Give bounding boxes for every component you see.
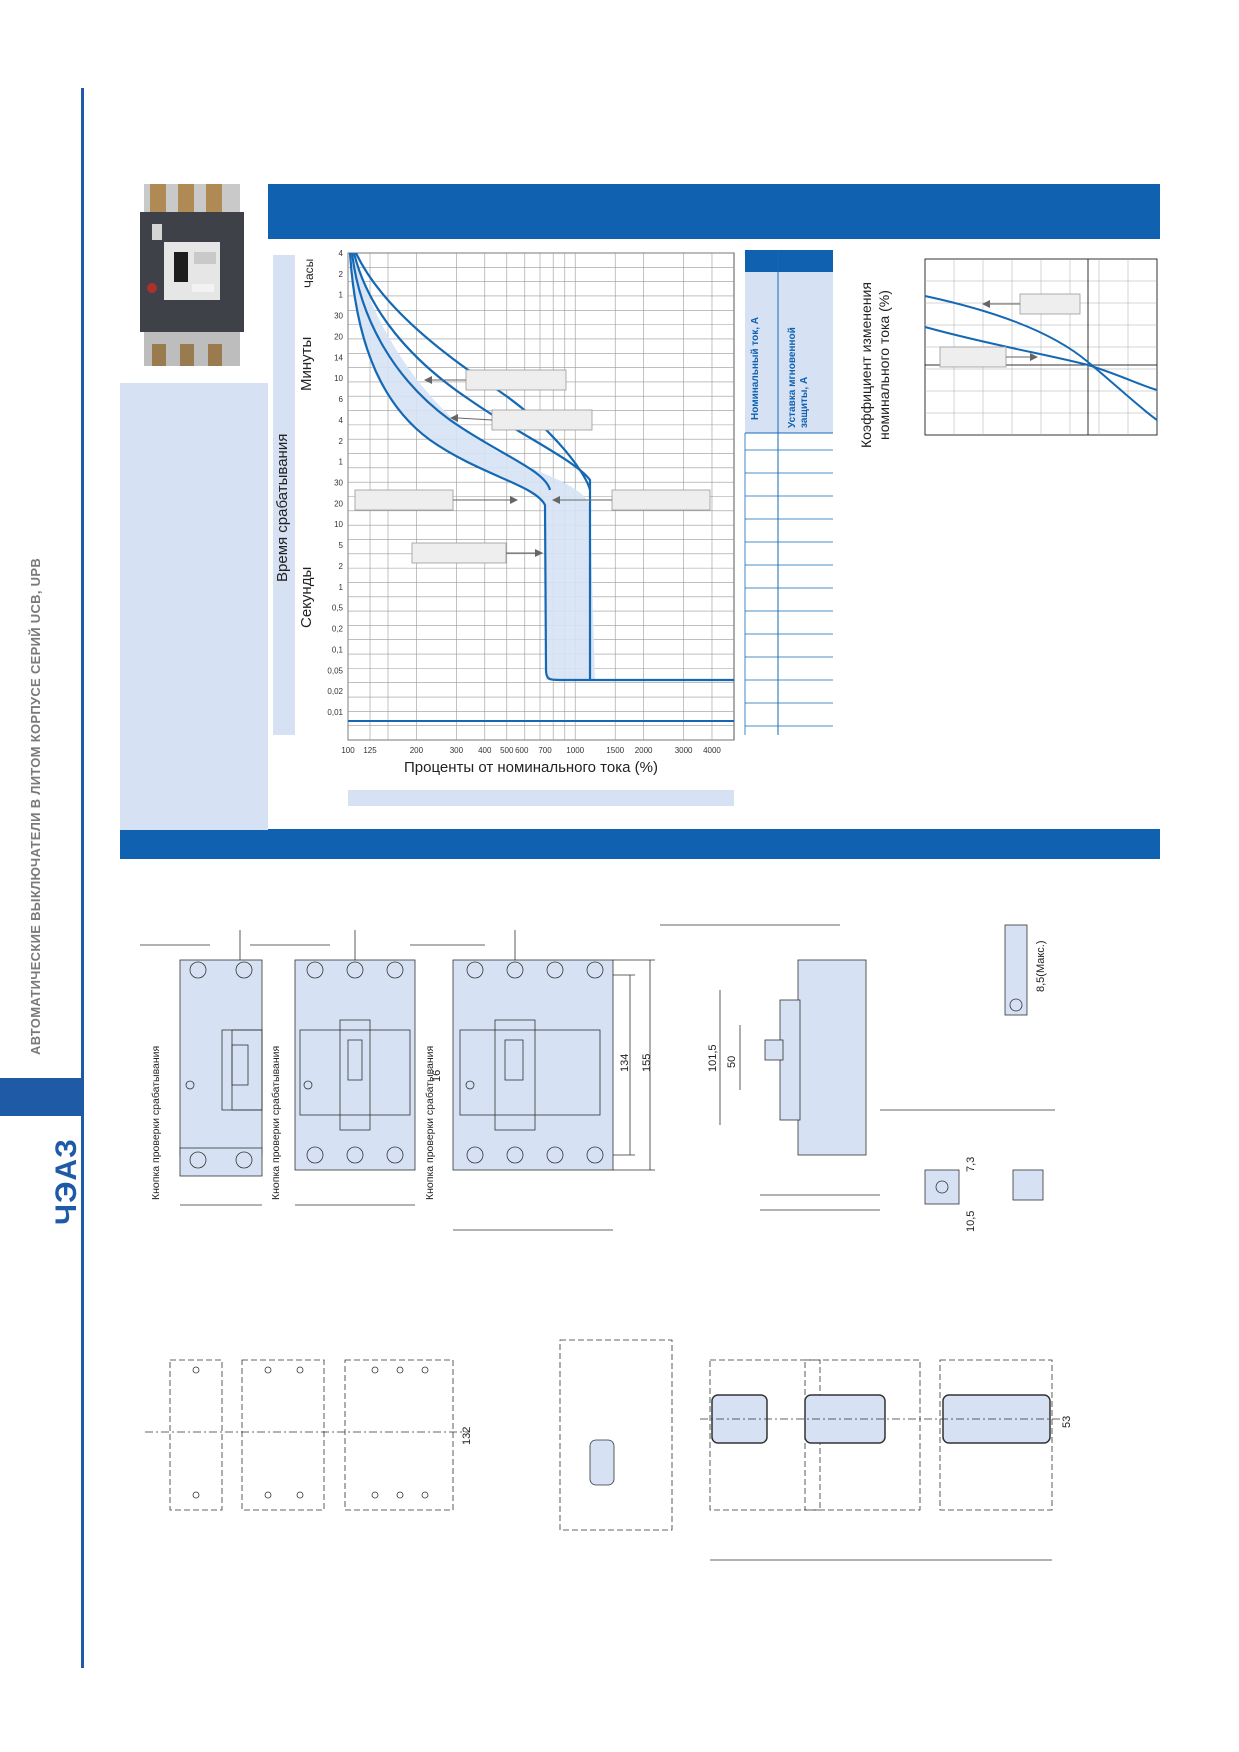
brand-logo: ЧЭАЗ [50,1138,83,1225]
x-tick-label: 1000 [566,746,584,755]
drawing-dim-labels: 134 155 16 101,5 50 8,5(Макс.) 7,3 10,5 … [150,940,1073,1445]
dimension-label: Кнопка проверки срабатывания [270,1046,282,1200]
dimension-label: Кнопка проверки срабатывания [424,1046,436,1200]
breaker-4p-body [452,959,614,1171]
dimension-label: 101,5 [707,1044,719,1072]
breaker-3p-body [294,959,416,1171]
x-axis-caption-bar [348,790,734,806]
x-axis-label: Проценты от номинального тока (%) [400,759,662,776]
y-tick-label: 2 [339,270,344,279]
y-tick-label: 0,5 [332,604,344,613]
y-tick-label: 0,05 [327,666,343,675]
dimension-label: Кнопка проверки срабатывания [150,1046,162,1200]
x-tick-label: 2000 [635,746,653,755]
x-tick-label: 200 [410,746,424,755]
callout-box-5 [411,542,507,564]
y-tick-label: 30 [334,312,343,321]
time-axis-panel [273,255,295,735]
x-tick-label: 4000 [703,746,721,755]
dimension-label: 134 [619,1054,631,1072]
y-tick-label: 4 [339,416,344,425]
x-tick-label: 700 [538,746,552,755]
callout-box-1 [465,369,567,391]
y-tick-label: 10 [334,520,343,529]
dimension-label: 50 [726,1056,738,1068]
curve-1 [348,252,734,682]
dimension-label: 16 [431,1070,443,1082]
curve-2 [350,252,552,491]
trip-curve-chart: 4 2 1 30 20 14 10 6 4 2 1 30 20 10 5 2 1 0,5 0,2 0,1 0,05 0,0… [327,249,1158,755]
chart-y-ticks: 4 2 1 30 20 14 10 6 4 2 1 30 20 10 5 2 1 0,5 0,2 0,1 0,05 0,0… [327,249,343,717]
y-tick-label: 0,02 [327,687,343,696]
y-tick-label: 5 [339,541,344,550]
breaker-side-body [797,959,867,1156]
x-tick-label: 1500 [606,746,624,755]
y-tick-label: 0,2 [332,625,344,634]
coef-curve-1 [924,295,1158,421]
breaker-photo [140,184,244,366]
y-tick-label: 0,1 [332,645,344,654]
dimension-label: 8,5(Макс.) [1035,940,1047,992]
dimension-label: 10,5 [965,1211,977,1232]
y-tick-label: 4 [339,249,344,258]
settings-table-header [745,250,833,433]
coef-callout-2 [939,346,1007,368]
y-tick-label: 1 [339,583,344,592]
logo-tab [0,1078,83,1116]
callout-box-2 [491,409,593,431]
callout-box-4 [611,489,711,511]
dimension-label: 53 [1061,1416,1073,1428]
y-tick-label: 14 [334,353,343,362]
coef-curve-2 [924,326,1158,391]
y-tick-label: 1 [339,458,344,467]
x-tick-label: 300 [450,746,464,755]
description-panel [120,383,268,830]
section-band [120,829,1160,859]
header-band [268,184,1160,239]
x-tick-label: 3000 [675,746,693,755]
y-tick-label: 2 [339,562,344,571]
curve-3 [352,252,592,680]
callout-box-3 [354,489,454,511]
dimension-label: 155 [641,1054,653,1072]
dimension-label: 7,3 [965,1157,977,1172]
y-tick-label: 20 [334,332,343,341]
coef-callout-1 [1019,293,1081,315]
x-tick-label: 400 [478,746,492,755]
x-tick-label: 500 [500,746,514,755]
curve-band [350,253,595,680]
y-tick-label: 0,01 [327,708,343,717]
x-tick-label: 125 [363,746,377,755]
x-tick-label: 600 [515,746,529,755]
settings-table-top [745,250,833,272]
y-tick-label: 20 [334,499,343,508]
y-tick-label: 10 [334,374,343,383]
y-tick-label: 30 [334,479,343,488]
x-tick-label: 100 [341,746,355,755]
y-tick-label: 2 [339,437,344,446]
left-border-line [81,88,84,1668]
dimension-label: 132 [461,1427,473,1445]
y-tick-label: 1 [339,291,344,300]
breaker-2p-body [179,959,263,1156]
y-tick-label: 6 [339,395,344,404]
